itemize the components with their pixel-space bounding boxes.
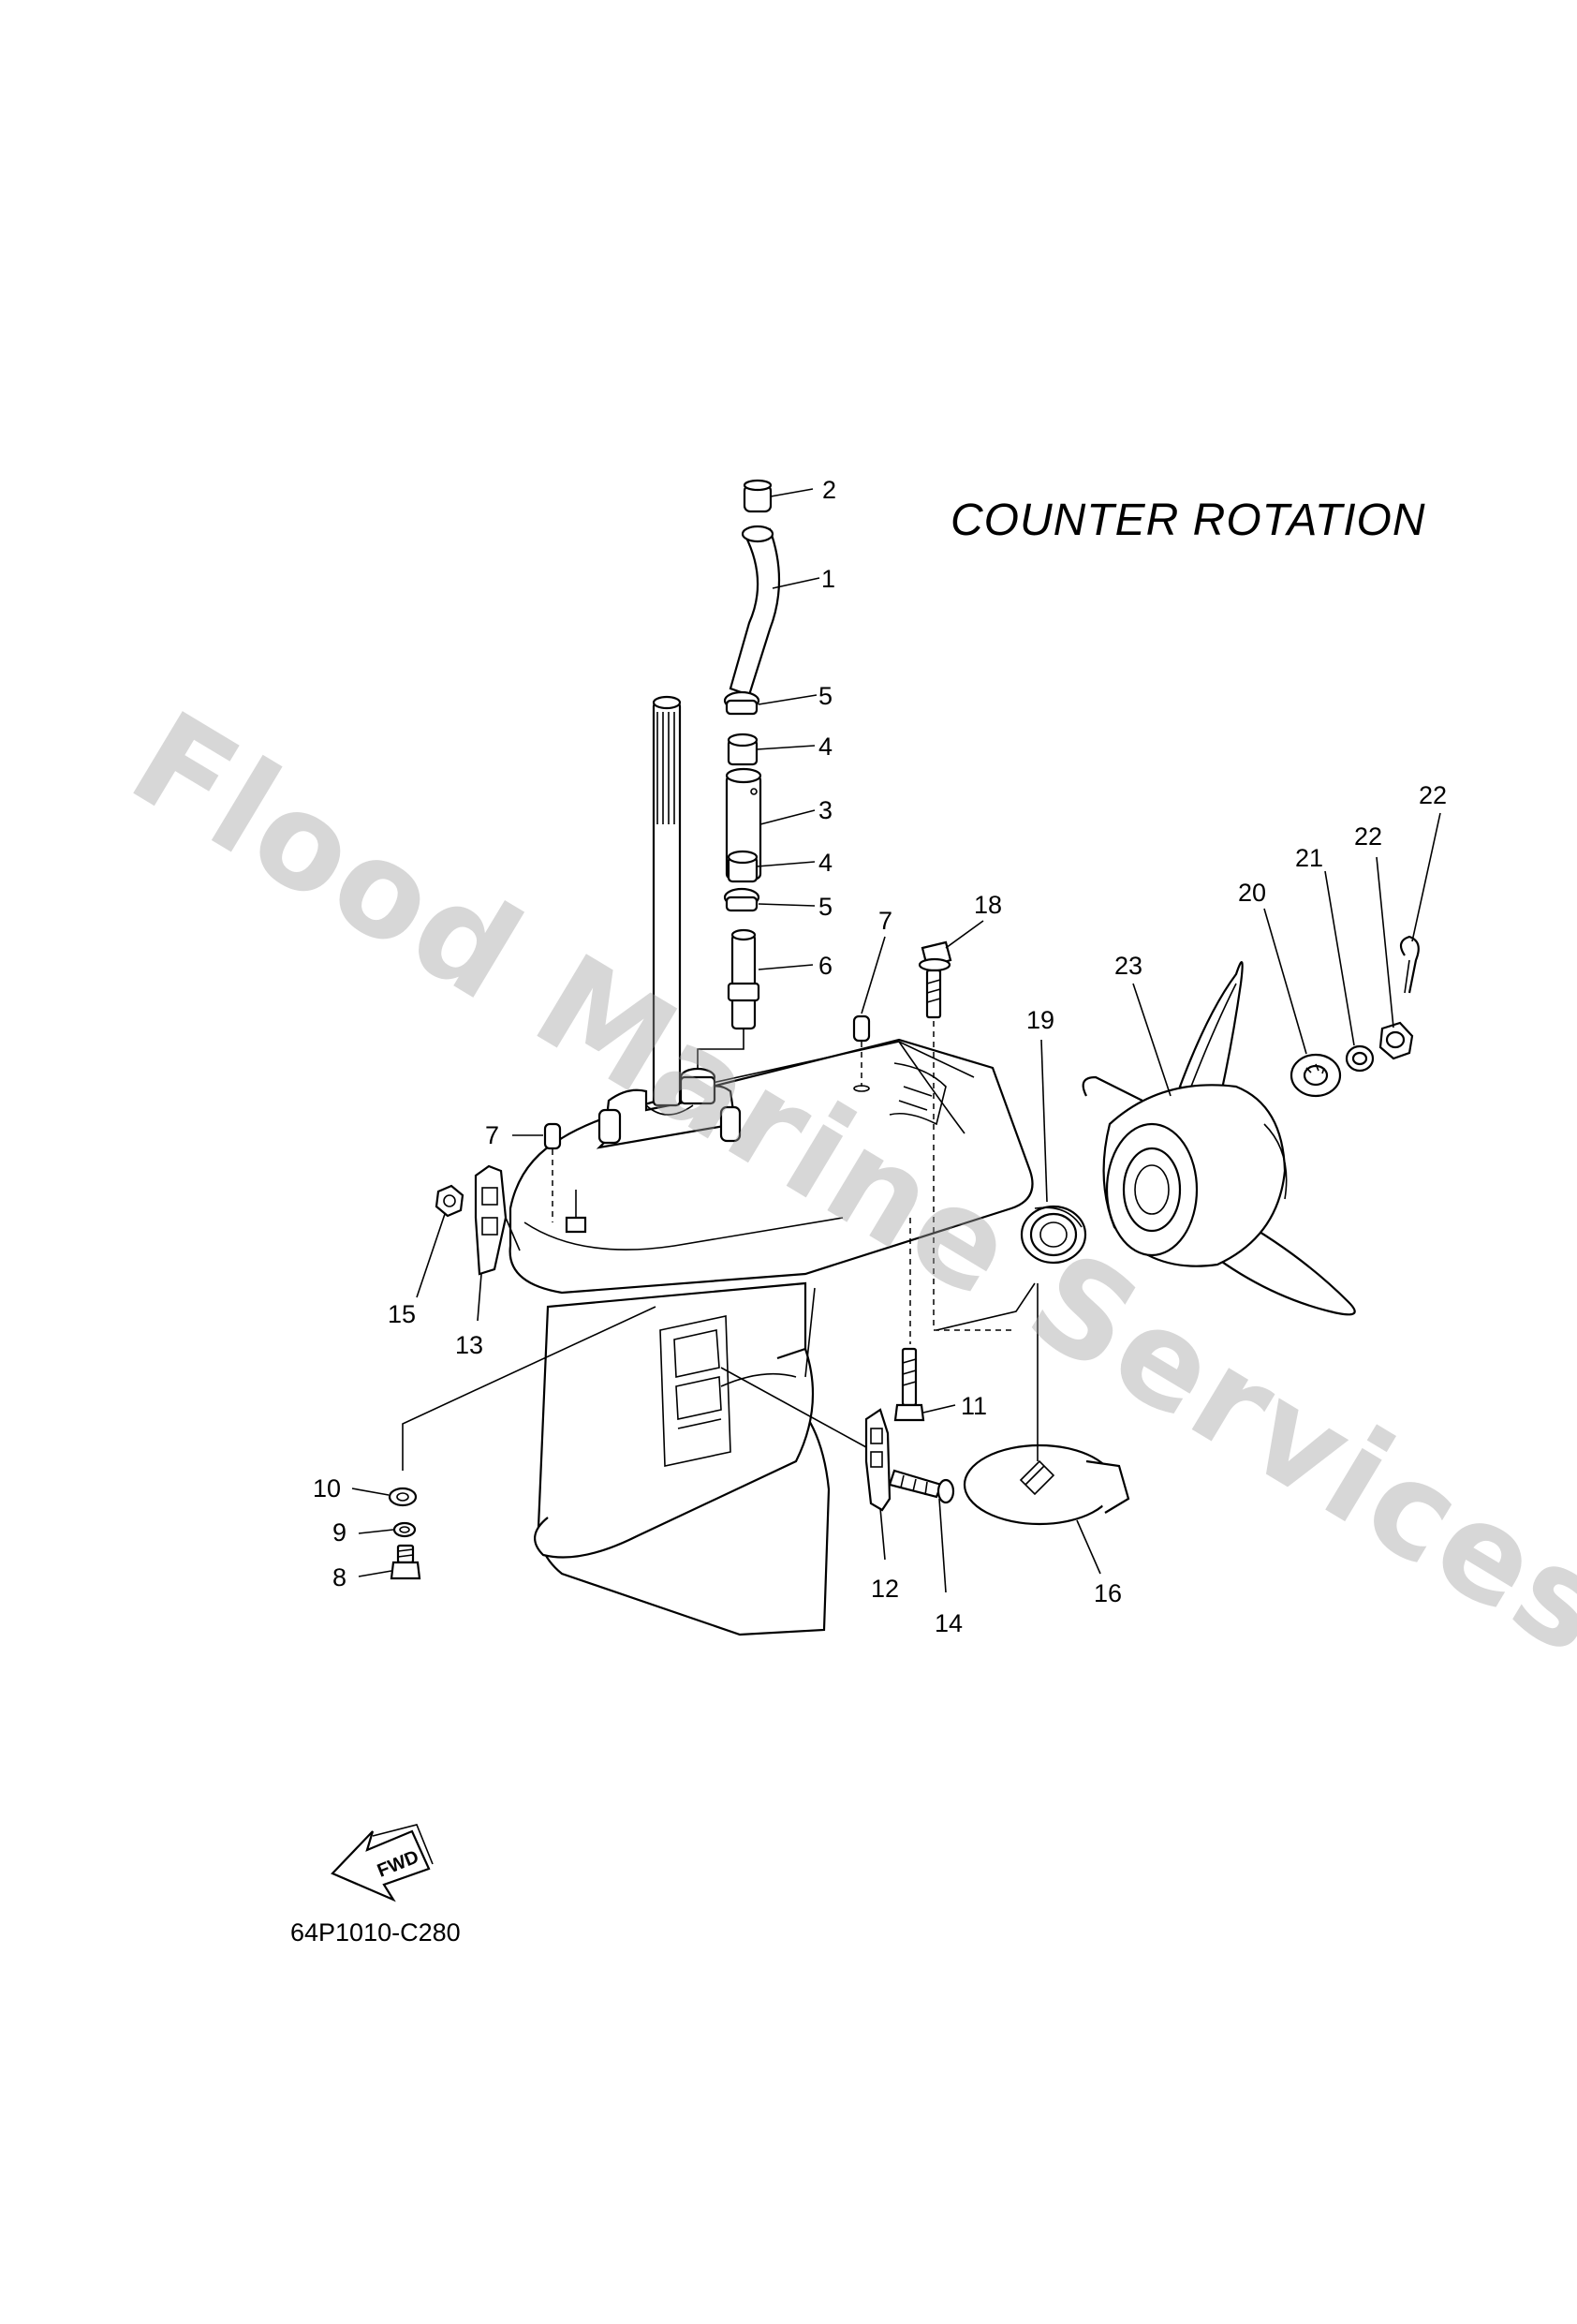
callout-labels: 2 1 5 4 3 4 5 6 7 18 19 23 20 21 22 22 7…	[313, 476, 1447, 1637]
prop-nut-21	[1378, 1021, 1414, 1060]
anode-bracket-13	[474, 1164, 521, 1276]
diagram-title: COUNTER ROTATION	[951, 496, 1426, 545]
callout-leaders	[351, 488, 1441, 1593]
callout-21: 22	[1354, 822, 1382, 851]
callout-18: 19	[1026, 1006, 1054, 1034]
callout-13: 13	[455, 1331, 483, 1359]
callout-4-lower: 4	[818, 849, 833, 877]
callout-5-upper: 5	[818, 682, 833, 710]
propeller-23	[1082, 961, 1356, 1316]
callout-10: 10	[313, 1474, 341, 1502]
callout-7-fwd: 7	[485, 1121, 499, 1149]
spring-washer-9	[392, 1521, 417, 1538]
drive-shaft	[645, 695, 694, 1116]
screw-14	[888, 1469, 955, 1504]
callout-15: 15	[388, 1300, 416, 1328]
callout-20: 21	[1295, 844, 1323, 872]
bolt-11	[893, 1347, 925, 1422]
nut-15	[435, 1184, 464, 1218]
callout-4-upper: 4	[818, 733, 833, 761]
callout-7-aft: 7	[878, 907, 892, 935]
washer-10	[388, 1487, 418, 1507]
washer-20	[1345, 1044, 1375, 1073]
callout-17: 18	[974, 891, 1002, 919]
callout-19: 20	[1238, 879, 1266, 907]
callout-11: 11	[961, 1392, 987, 1420]
bolt-8	[390, 1544, 421, 1580]
dowel-pin-aft	[852, 1014, 871, 1043]
spacer-19	[1290, 1053, 1342, 1098]
callout-14: 14	[935, 1609, 963, 1637]
bolt-17	[918, 940, 952, 1019]
callout-3: 3	[818, 796, 833, 824]
callout-22: 22	[1419, 781, 1447, 809]
water-tube-assembly	[679, 479, 781, 1105]
diagram-code: 64P1010-C280	[290, 1918, 461, 1947]
callout-5-lower: 5	[818, 893, 833, 921]
callout-16: 16	[1094, 1579, 1122, 1607]
dowel-pin-fwd	[543, 1122, 562, 1150]
lower-unit-housing	[508, 1038, 1034, 1636]
callout-8: 8	[332, 1563, 346, 1591]
anode-12	[864, 1408, 892, 1512]
callout-9: 9	[332, 1518, 346, 1547]
trim-tab-anode-16	[963, 1443, 1130, 1526]
callout-2: 2	[822, 476, 836, 504]
cotter-pin-22	[1399, 935, 1420, 994]
callout-23: 23	[1114, 952, 1142, 980]
callout-6: 6	[818, 952, 833, 980]
callout-12: 12	[871, 1575, 899, 1603]
fwd-arrow-icon: FWD	[331, 1824, 434, 1902]
callout-1: 1	[821, 565, 835, 593]
thrust-spacer-18	[1020, 1205, 1087, 1265]
